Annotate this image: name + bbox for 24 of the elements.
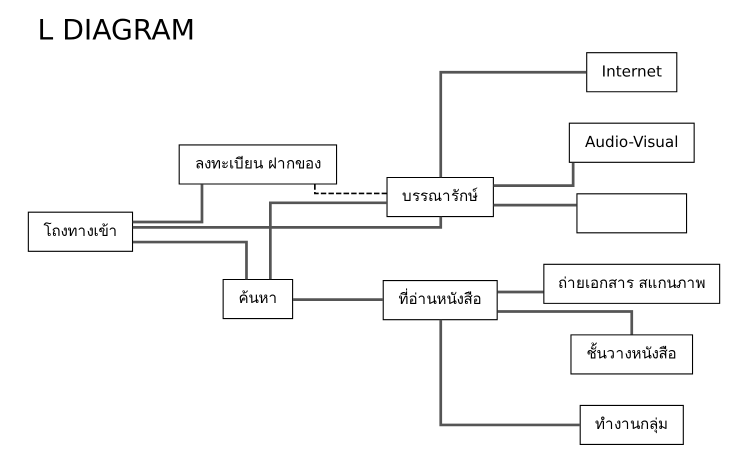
node-box: Audio-Visual bbox=[568, 122, 694, 163]
diagram-title: L DIAGRAM bbox=[37, 13, 194, 46]
connector bbox=[493, 162, 574, 187]
node-box: บรรณารักษ์ bbox=[386, 176, 494, 218]
connector bbox=[132, 216, 442, 229]
connector bbox=[497, 290, 543, 294]
connector bbox=[438, 70, 586, 178]
node-box: ที่อ่านหนังสือ bbox=[382, 280, 498, 320]
node-box: ค้นหา bbox=[222, 278, 293, 320]
node-box: ชั้นวางหนังสือ bbox=[570, 334, 693, 374]
connector bbox=[438, 320, 580, 426]
node-box: ลงทะเบียน ฝากของ bbox=[178, 144, 337, 185]
connector bbox=[132, 240, 248, 280]
node-box: ทำงานกลุ่ม bbox=[579, 404, 684, 446]
connector bbox=[132, 184, 203, 224]
node-box: Internet bbox=[586, 52, 677, 92]
connector bbox=[497, 310, 633, 334]
connector bbox=[292, 298, 382, 301]
node-box: โถงทางเข้า bbox=[27, 212, 133, 252]
connector bbox=[314, 184, 386, 194]
connector bbox=[268, 201, 386, 280]
node-box bbox=[576, 193, 687, 234]
node-box: ถ่ายเอกสาร สแกนภาพ bbox=[542, 264, 720, 304]
connector bbox=[493, 204, 576, 207]
